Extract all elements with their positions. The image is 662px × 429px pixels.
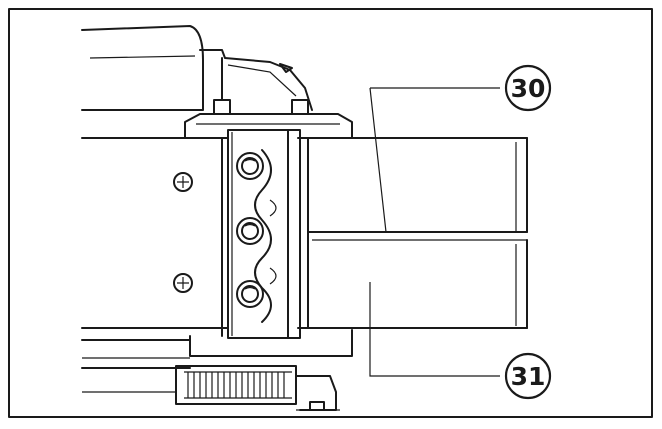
callout-31: 31 bbox=[504, 352, 552, 400]
bolt-top bbox=[236, 152, 264, 180]
callout-31-label: 31 bbox=[511, 362, 546, 391]
leader-line-30 bbox=[369, 87, 500, 233]
callout-30-label: 30 bbox=[511, 74, 546, 103]
leader-line-31 bbox=[369, 282, 500, 377]
bolt-bottom bbox=[236, 280, 264, 308]
bolt-middle bbox=[236, 217, 264, 245]
upper-rail-30 bbox=[307, 137, 528, 241]
left-rail bbox=[81, 137, 231, 337]
lower-rail-31 bbox=[307, 239, 528, 329]
screw-upper bbox=[173, 172, 193, 192]
lower-housing bbox=[81, 329, 353, 369]
knurled-wheel bbox=[82, 365, 340, 411]
motor-housing bbox=[81, 25, 313, 115]
clamp-post bbox=[297, 137, 309, 329]
figure-border bbox=[8, 8, 653, 418]
screw-lower bbox=[173, 273, 193, 293]
top-bracket bbox=[184, 113, 353, 139]
callout-30: 30 bbox=[504, 64, 552, 112]
